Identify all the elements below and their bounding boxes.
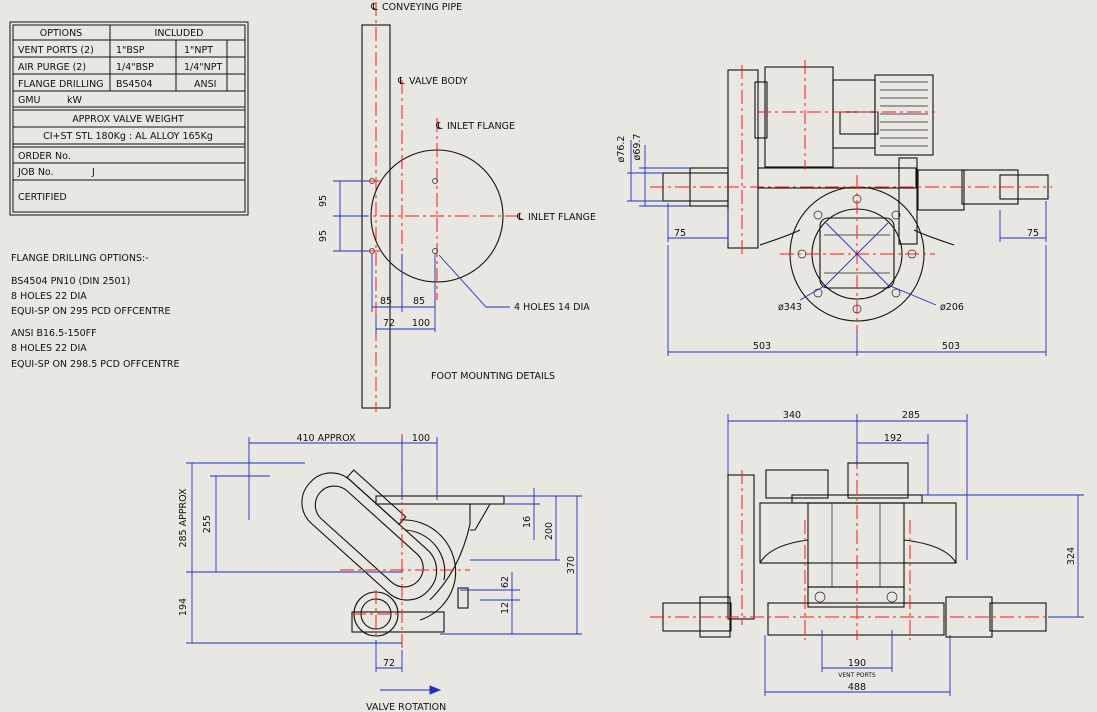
dim-95-top: 95 bbox=[318, 195, 329, 207]
table-header-included: INCLUDED bbox=[155, 28, 204, 39]
dim-dia-69-7: ø69.7 bbox=[632, 134, 643, 161]
cl-symbol-pipe: ℄ bbox=[370, 2, 378, 13]
notes-bs-line-2: 8 HOLES 22 DIA bbox=[11, 291, 87, 302]
flange-drilling-notes: FLANGE DRILLING OPTIONS:- BS4504 PN10 (D… bbox=[11, 253, 180, 370]
dim-255: 255 bbox=[202, 515, 213, 533]
dim-503-right: 503 bbox=[942, 341, 960, 352]
dim-85-left: 85 bbox=[380, 296, 392, 307]
notes-bs-line-1: BS4504 PN10 (DIN 2501) bbox=[11, 276, 130, 287]
label-holes: 4 HOLES 14 DIA bbox=[514, 302, 590, 313]
dim-100: 100 bbox=[412, 318, 430, 329]
dim-190: 190 bbox=[848, 658, 866, 669]
dim-dia-343: ø343 bbox=[778, 302, 802, 313]
label-conveying-pipe: CONVEYING PIPE bbox=[382, 2, 462, 13]
dim-503-left: 503 bbox=[753, 341, 771, 352]
job-value: J bbox=[91, 167, 95, 178]
dim-16: 16 bbox=[522, 516, 533, 528]
dim-340: 340 bbox=[783, 410, 801, 421]
dim-75-left: 75 bbox=[674, 228, 686, 239]
row-flange-drilling-npt: ANSI bbox=[194, 79, 216, 90]
dim-285-approx: 285 APPROX bbox=[178, 488, 189, 548]
options-table: OPTIONS INCLUDED VENT PORTS (2) 1"BSP 1"… bbox=[9, 21, 249, 216]
label-inlet-flange-top: INLET FLANGE bbox=[447, 121, 515, 132]
notes-ansi-line-3: EQUI-SP ON 298.5 PCD OFFCENTRE bbox=[11, 359, 180, 370]
cl-symbol-inlet-right: ℄ bbox=[516, 212, 524, 223]
row-vent-ports-npt: 1"NPT bbox=[184, 45, 213, 56]
order-label: ORDER No. bbox=[18, 151, 71, 162]
label-vent-ports: VENT PORTS bbox=[838, 672, 876, 679]
cl-symbol-inlet-top: ℄ bbox=[435, 121, 443, 132]
foot-mounting-title: FOOT MOUNTING DETAILS bbox=[431, 371, 555, 382]
dim-285-end: 285 bbox=[902, 410, 920, 421]
dim-192: 192 bbox=[884, 433, 902, 444]
notes-title: FLANGE DRILLING OPTIONS:- bbox=[11, 253, 149, 264]
row-flange-drilling-bsp: BS4504 bbox=[116, 79, 153, 90]
table-header-options: OPTIONS bbox=[40, 28, 82, 39]
dim-12: 12 bbox=[500, 602, 511, 614]
label-inlet-flange-right: INLET FLANGE bbox=[528, 212, 596, 223]
dim-72: 72 bbox=[383, 318, 395, 329]
side-view: 410 APPROX 100 285 APPROX 255 194 16 200… bbox=[178, 433, 582, 712]
weight-title: APPROX VALVE WEIGHT bbox=[72, 114, 184, 125]
dim-410-approx: 410 APPROX bbox=[296, 433, 356, 444]
dim-370: 370 bbox=[566, 556, 577, 574]
dim-72-side: 72 bbox=[383, 658, 395, 669]
dim-85-right: 85 bbox=[413, 296, 425, 307]
notes-ansi-line-2: 8 HOLES 22 DIA bbox=[11, 343, 87, 354]
cl-symbol-valve-body: ℄ bbox=[397, 76, 405, 87]
dim-324: 324 bbox=[1066, 547, 1077, 565]
dim-95-bottom: 95 bbox=[318, 230, 329, 242]
label-valve-body: VALVE BODY bbox=[409, 76, 468, 87]
label-valve-rotation: VALVE ROTATION bbox=[366, 702, 446, 712]
row-air-purge-bsp: 1/4"BSP bbox=[116, 62, 154, 73]
dim-100-side: 100 bbox=[412, 433, 430, 444]
row-vent-ports-label: VENT PORTS (2) bbox=[18, 45, 94, 56]
row-air-purge-label: AIR PURGE (2) bbox=[18, 62, 86, 73]
row-air-purge-npt: 1/4"NPT bbox=[184, 62, 222, 73]
dim-dia-76-2: ø76.2 bbox=[616, 136, 627, 163]
end-view: 340 285 192 324 190 VENT PORTS 488 bbox=[650, 410, 1084, 696]
front-view: ø76.2 ø69.7 75 75 ø343 ø206 503 503 bbox=[616, 60, 1052, 356]
job-label: JOB No. bbox=[17, 167, 54, 178]
certified-label: CERTIFIED bbox=[18, 192, 67, 203]
notes-bs-line-3: EQUI-SP ON 295 PCD OFFCENTRE bbox=[11, 306, 170, 317]
dim-75-right: 75 bbox=[1027, 228, 1039, 239]
dim-dia-206: ø206 bbox=[940, 302, 964, 313]
dim-200: 200 bbox=[544, 522, 555, 540]
dim-488: 488 bbox=[848, 682, 866, 693]
weight-value: CI+ST STL 180Kg : AL ALLOY 165Kg bbox=[43, 131, 213, 142]
kw-label: kW bbox=[67, 95, 83, 106]
row-flange-drilling-label: FLANGE DRILLING bbox=[18, 79, 104, 90]
dim-62: 62 bbox=[500, 576, 511, 588]
foot-mounting-view: ℄ CONVEYING PIPE ℄ VALVE BODY ℄ INLET FL… bbox=[318, 2, 596, 412]
notes-ansi-line-1: ANSI B16.5-150FF bbox=[11, 328, 97, 339]
gmu-label: GMU bbox=[18, 95, 41, 106]
row-vent-ports-bsp: 1"BSP bbox=[116, 45, 145, 56]
dim-194: 194 bbox=[178, 598, 189, 616]
